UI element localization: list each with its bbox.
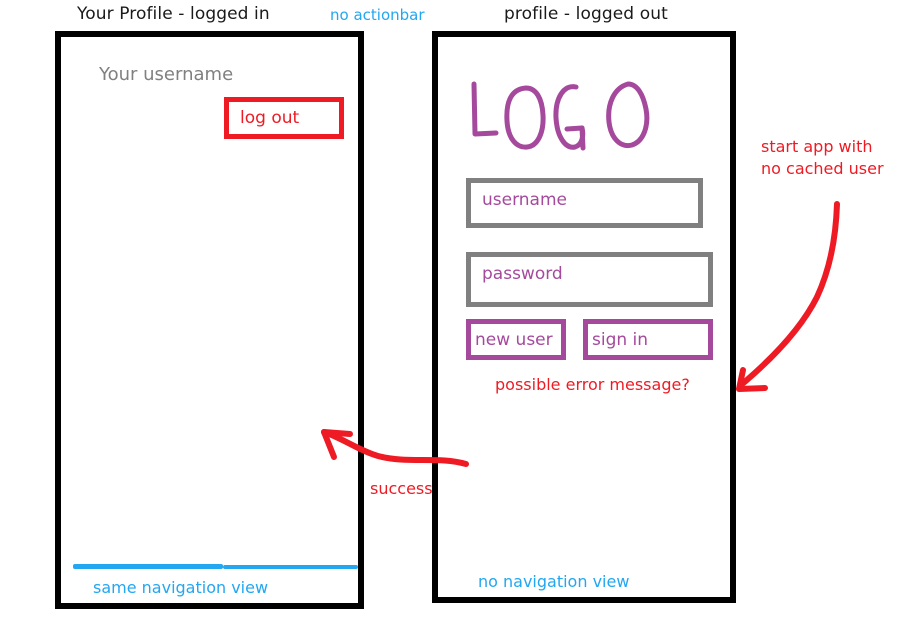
username-field[interactable]: username	[466, 178, 703, 228]
start-app-annotation: start app with no cached user	[761, 136, 884, 180]
start-app-annotation-line2: no cached user	[761, 159, 884, 178]
same-navigation-view-note: same navigation view	[93, 578, 269, 597]
log-out-button[interactable]: log out	[224, 97, 344, 139]
start-app-arrow-icon	[725, 195, 855, 400]
username-field-placeholder: username	[482, 190, 567, 210]
possible-error-message-note: possible error message?	[495, 375, 690, 394]
navigation-indicator-segment-right[interactable]	[223, 565, 358, 569]
sign-in-button[interactable]: sign in	[583, 319, 713, 360]
password-field-placeholder: password	[482, 264, 563, 284]
no-navigation-view-note: no navigation view	[478, 572, 630, 591]
log-out-button-label: log out	[240, 108, 300, 128]
username-display-label: Your username	[99, 64, 234, 85]
logged-in-phone-frame: Your username log out same navigation vi…	[55, 31, 364, 609]
sign-in-button-label: sign in	[592, 329, 649, 350]
logged-out-phone-frame: username password new user sign in possi…	[432, 31, 736, 603]
success-arrow-icon	[318, 424, 473, 479]
success-annotation-label: success	[370, 479, 433, 498]
navigation-indicator-segment-left[interactable]	[73, 564, 223, 569]
right-panel-title: profile - logged out	[504, 4, 668, 24]
password-field[interactable]: password	[466, 252, 713, 307]
login-form: username password new user sign in possi…	[438, 37, 730, 597]
new-user-button[interactable]: new user	[466, 319, 566, 360]
no-actionbar-note: no actionbar	[330, 6, 425, 24]
new-user-button-label: new user	[475, 329, 553, 350]
start-app-annotation-line1: start app with	[761, 137, 873, 156]
logo-sketch	[466, 78, 666, 163]
left-panel-title: Your Profile - logged in	[77, 4, 270, 24]
